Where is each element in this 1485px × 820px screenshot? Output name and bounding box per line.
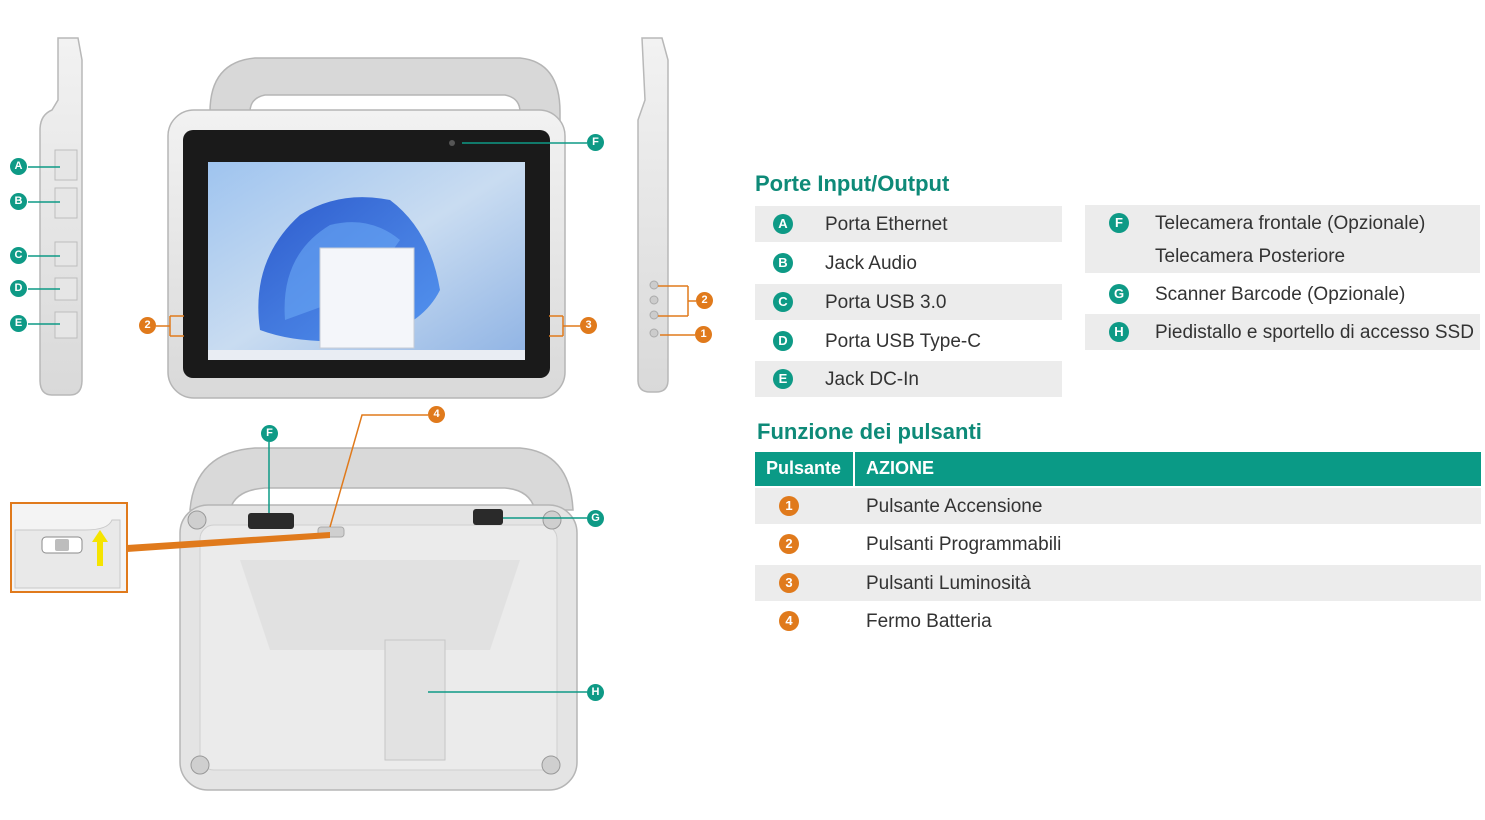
io-badge: B — [773, 253, 793, 273]
io-row-d: D Porta USB Type-C — [755, 323, 1062, 359]
io-section-title: Porte Input/Output — [755, 171, 950, 196]
table-row: 1 Pulsante Accensione — [755, 488, 1481, 524]
io-label: Porta USB Type-C — [825, 331, 981, 352]
row-action: Fermo Batteria — [866, 611, 992, 632]
leader-lines — [28, 142, 696, 693]
battery-latch-detail — [10, 502, 330, 593]
io-badge: D — [773, 331, 793, 351]
io-label-secondary: Telecamera Posteriore — [1155, 246, 1346, 267]
tablet-front-view — [167, 57, 566, 399]
callout-left-b: B — [10, 193, 27, 210]
header-divider — [853, 452, 855, 486]
row-badge: 2 — [779, 534, 799, 554]
callout-back-4: 4 — [428, 406, 445, 423]
table-row: 4 Fermo Batteria — [755, 603, 1481, 639]
io-badge: G — [1109, 284, 1129, 304]
io-badge: H — [1109, 322, 1129, 342]
tablet-right-side — [637, 37, 669, 393]
io-row-b: B Jack Audio — [755, 245, 1062, 281]
callout-left-d: D — [10, 280, 27, 297]
io-label: Jack Audio — [825, 253, 917, 274]
table-row: 2 Pulsanti Programmabili — [755, 526, 1481, 562]
callout-back-f: F — [261, 425, 278, 442]
buttons-section-title: Funzione dei pulsanti — [757, 419, 982, 444]
io-badge: C — [773, 292, 793, 312]
yellow-up-arrow-icon — [92, 530, 108, 566]
io-row-h: H Piedistallo e sportello di accesso SSD — [1085, 314, 1480, 350]
io-badge: E — [773, 369, 793, 389]
row-action: Pulsanti Programmabili — [866, 534, 1062, 555]
io-label: Porta USB 3.0 — [825, 292, 947, 313]
io-row-c: C Porta USB 3.0 — [755, 284, 1062, 320]
io-badge: A — [773, 214, 793, 234]
tablet-back-view — [179, 447, 578, 791]
callout-back-g: G — [587, 510, 604, 527]
row-badge: 1 — [779, 496, 799, 516]
io-label: Piedistallo e sportello di accesso SSD — [1155, 322, 1474, 343]
callout-front-3: 3 — [580, 317, 597, 334]
callout-left-e: E — [10, 315, 27, 332]
io-label: Telecamera frontale (Opzionale) — [1155, 213, 1426, 234]
callout-front-2: 2 — [139, 317, 156, 334]
buttons-table-header: Pulsante AZIONE — [755, 452, 1481, 486]
io-row-f: F Telecamera frontale (Opzionale) Teleca… — [1085, 205, 1480, 273]
io-row-a: A Porta Ethernet — [755, 206, 1062, 242]
header-button: Pulsante — [766, 458, 842, 478]
callout-front-f: F — [587, 134, 604, 151]
io-label: Porta Ethernet — [825, 214, 948, 235]
row-action: Pulsanti Luminosità — [866, 573, 1031, 594]
header-action: AZIONE — [866, 458, 935, 478]
tablet-left-side — [39, 37, 83, 396]
io-label: Jack DC-In — [825, 369, 919, 390]
table-row: 3 Pulsanti Luminosità — [755, 565, 1481, 601]
row-badge: 4 — [779, 611, 799, 631]
callout-right-1: 1 — [695, 326, 712, 343]
callout-left-a: A — [10, 158, 27, 175]
callout-right-2: 2 — [696, 292, 713, 309]
callout-back-h: H — [587, 684, 604, 701]
io-label: Scanner Barcode (Opzionale) — [1155, 284, 1406, 305]
io-row-g: G Scanner Barcode (Opzionale) — [1085, 276, 1480, 312]
callout-left-c: C — [10, 247, 27, 264]
io-badge: F — [1109, 213, 1129, 233]
io-row-e: E Jack DC-In — [755, 361, 1062, 397]
row-action: Pulsante Accensione — [866, 496, 1043, 517]
row-badge: 3 — [779, 573, 799, 593]
device-diagram — [10, 37, 696, 791]
